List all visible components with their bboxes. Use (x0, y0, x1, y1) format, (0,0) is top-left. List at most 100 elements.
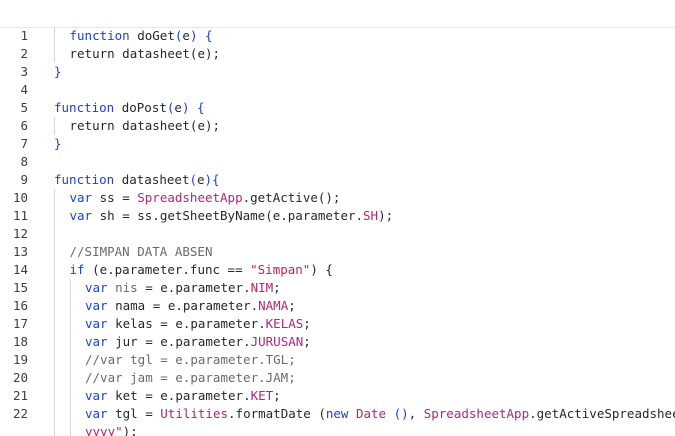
code-token: ss (99, 190, 123, 205)
indent-guide (54, 117, 55, 135)
line-number: 22 (12, 406, 28, 421)
indent-guide (54, 279, 55, 297)
code-token: SpreadsheetApp (137, 190, 243, 205)
code-token: ss.getSheetByName (137, 208, 266, 223)
code-line-content: var nama = e.parameter.NAMA; (85, 297, 296, 315)
indent-guide (69, 351, 71, 369)
code-line[interactable]: var nama = e.parameter.NAMA; (40, 297, 675, 315)
indent-guide (69, 405, 71, 423)
code-token: var (69, 208, 100, 223)
code-line-content: var sh = ss.getSheetByName(e.parameter.S… (70, 207, 394, 225)
code-token: e.parameter.func (99, 262, 228, 277)
code-token: datasheet (121, 172, 190, 187)
code-token: yyyy" (85, 424, 123, 436)
code-line-content: function datasheet(e){ (54, 171, 220, 189)
code-token: ( (265, 208, 273, 223)
code-line-content: //var jam = e.parameter.JAM; (85, 369, 296, 387)
code-token: nama (115, 298, 153, 313)
indent-guide (54, 351, 55, 369)
code-line[interactable]: if (e.parameter.func == "Simpan") { (40, 261, 675, 279)
code-line-content: var tgl = Utilities.formatDate (new Date… (85, 405, 675, 423)
code-line[interactable] (40, 81, 675, 99)
code-line[interactable]: var kelas = e.parameter.KELAS; (40, 315, 675, 333)
code-line[interactable]: return datasheet(e); (40, 45, 675, 63)
code-token: var (85, 316, 116, 331)
code-token: if (69, 262, 93, 277)
code-token: ; (303, 316, 311, 331)
code-token: e.parameter. (160, 280, 251, 295)
code-token: e.parameter. (160, 388, 251, 403)
indent-guide (69, 369, 71, 387)
code-line[interactable]: var ss = SpreadsheetApp.getActive(); (40, 189, 675, 207)
line-number: 3 (20, 64, 28, 79)
code-line[interactable]: //SIMPAN DATA ABSEN (40, 243, 675, 261)
code-line[interactable]: function doGet(e) { (40, 27, 675, 45)
code-line[interactable] (40, 153, 675, 171)
code-token: var (85, 280, 116, 295)
code-token: var (85, 388, 116, 403)
editor-top-bar (0, 0, 675, 28)
code-token: (); (317, 190, 341, 205)
code-area[interactable]: function doGet(e) {return datasheet(e);}… (40, 27, 675, 436)
code-token: var (85, 298, 116, 313)
code-line[interactable]: var ket = e.parameter.KET; (40, 387, 675, 405)
code-token: e (174, 100, 182, 115)
code-token: = (160, 316, 176, 331)
indent-guide (54, 27, 55, 45)
indent-guide (54, 243, 55, 261)
code-line[interactable]: //var tgl = e.parameter.TGL; (40, 351, 675, 369)
line-number: 9 (20, 172, 28, 187)
code-line[interactable]: function doPost(e) { (40, 99, 675, 117)
code-token: ); (122, 424, 138, 436)
indent-guide (54, 45, 55, 63)
code-line[interactable]: var jur = e.parameter.JURUSAN; (40, 333, 675, 351)
line-number: 14 (12, 262, 28, 277)
code-line[interactable]: var sh = ss.getSheetByName(e.parameter.S… (40, 207, 675, 225)
code-token: ; (273, 280, 281, 295)
code-token: ) { (189, 28, 213, 43)
code-token: function (69, 28, 138, 43)
code-token: var (69, 190, 100, 205)
code-line[interactable]: var nis = e.parameter.NIM; (40, 279, 675, 297)
code-line[interactable]: yyyy"); (40, 423, 675, 436)
code-token: tgl (115, 406, 146, 421)
indent-guide (69, 387, 71, 405)
code-token: KET (250, 388, 274, 403)
code-line-content: var jur = e.parameter.JURUSAN; (85, 333, 311, 351)
code-token: .formatDate (228, 406, 319, 421)
code-line[interactable]: } (40, 63, 675, 81)
code-line[interactable]: //var jam = e.parameter.JAM; (40, 369, 675, 387)
indent-guide (54, 369, 55, 387)
code-line-content: } (54, 63, 62, 81)
code-token: //var tgl = e.parameter.TGL; (85, 352, 296, 367)
indent-guide (69, 333, 71, 351)
code-line-content: function doGet(e) { (70, 27, 213, 45)
indent-guide (54, 315, 55, 333)
code-token: doPost (121, 100, 167, 115)
code-line[interactable]: return datasheet(e); (40, 117, 675, 135)
code-line[interactable]: } (40, 135, 675, 153)
code-token: return datasheet (69, 118, 190, 133)
indent-guide (69, 279, 71, 297)
code-token: function (54, 172, 122, 187)
code-token: function (54, 100, 122, 115)
code-line[interactable] (40, 225, 675, 243)
code-token: doGet (137, 28, 175, 43)
line-number: 6 (20, 118, 28, 133)
code-line[interactable]: var tgl = Utilities.formatDate (new Date… (40, 405, 675, 423)
code-line[interactable]: function datasheet(e){ (40, 171, 675, 189)
code-token: jur (115, 334, 146, 349)
code-token: ( (174, 28, 183, 43)
code-token: ( (189, 118, 198, 133)
code-token: new (325, 406, 356, 421)
code-token: ; (273, 388, 281, 403)
code-line-content: var kelas = e.parameter.KELAS; (85, 315, 311, 333)
code-token: e.parameter. (175, 316, 266, 331)
code-token: = (145, 406, 161, 421)
code-line-content: yyyy"); (85, 423, 138, 436)
indent-guide (69, 423, 71, 436)
line-number: 1 (20, 28, 28, 43)
code-token: ; (303, 334, 311, 349)
